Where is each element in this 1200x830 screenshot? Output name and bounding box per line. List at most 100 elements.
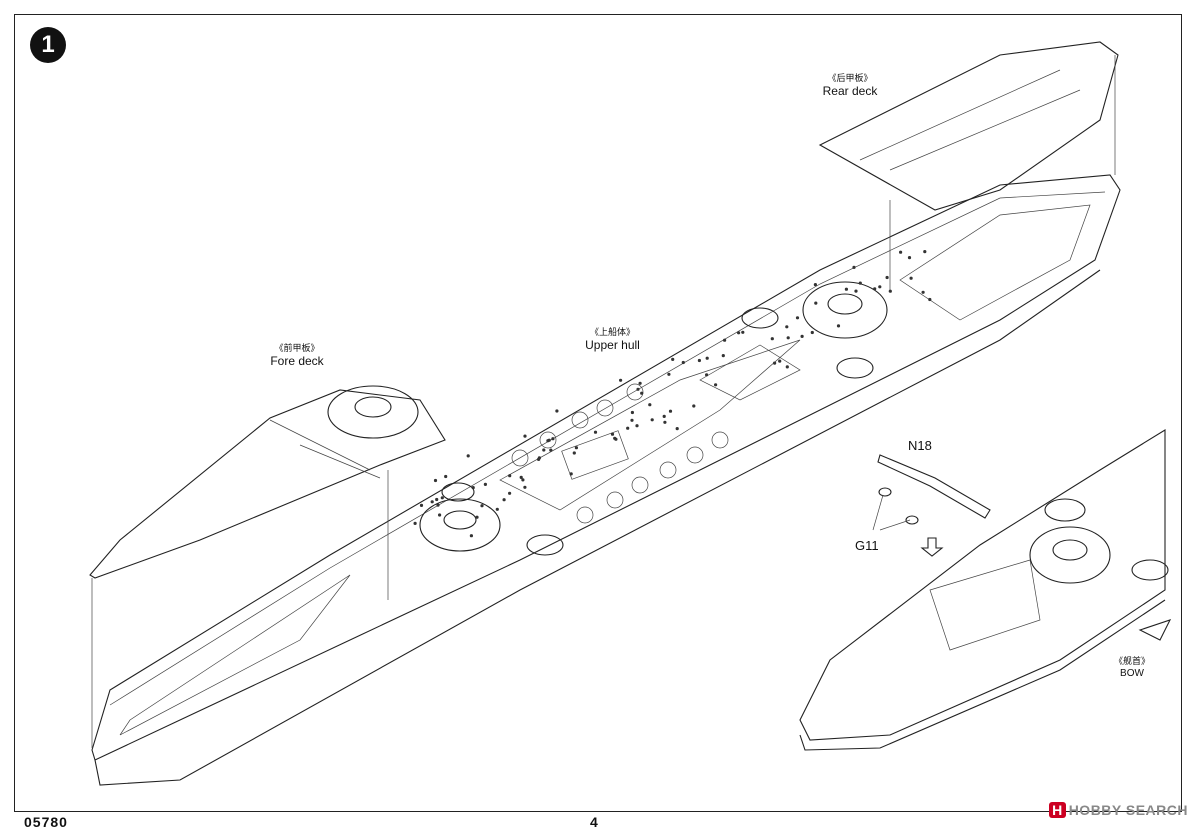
- fitting-dot: [521, 478, 525, 482]
- fitting-dot: [483, 482, 487, 486]
- fitting-dot: [626, 426, 630, 430]
- fitting-dot: [630, 418, 634, 422]
- fitting-dot: [619, 378, 623, 382]
- watermark-brand-text: HOBBY SEARCH: [1068, 802, 1188, 818]
- fitting-dot: [436, 503, 440, 507]
- fitting-dot: [555, 409, 559, 413]
- fitting-dot: [610, 432, 615, 436]
- fitting-dot: [795, 316, 800, 320]
- fitting-dot: [502, 498, 506, 502]
- kit-code: 05780: [24, 814, 68, 830]
- fitting-dot: [519, 475, 523, 479]
- fitting-dot: [854, 289, 858, 293]
- part-n18-label: N18: [908, 438, 932, 453]
- upper-hull-label: 《上船体》 Upper hull: [575, 327, 650, 352]
- fitting-dot: [636, 387, 640, 391]
- page-number: 4: [590, 814, 598, 830]
- fitting-dot: [928, 297, 932, 302]
- fitting-dot: [705, 356, 709, 360]
- fitting-dot: [921, 290, 925, 294]
- fitting-dot: [697, 358, 702, 363]
- fitting-dot: [737, 331, 741, 335]
- fitting-dot: [419, 503, 424, 507]
- fitting-dot: [721, 354, 725, 358]
- bow-label-cn: 《舰首》: [1113, 656, 1150, 666]
- fitting-dot: [630, 410, 635, 415]
- fitting-dot: [466, 454, 470, 458]
- fitting-dot: [569, 472, 573, 476]
- fitting-dot: [836, 324, 841, 328]
- fitting-dot: [471, 486, 475, 490]
- fitting-dot: [923, 250, 927, 254]
- fitting-dot: [899, 250, 903, 254]
- fitting-dot: [433, 478, 438, 483]
- fitting-dot: [551, 437, 555, 441]
- fitting-dot: [537, 456, 542, 460]
- fitting-dot: [813, 283, 818, 287]
- fitting-dot: [844, 287, 849, 291]
- fitting-dot: [873, 287, 877, 291]
- watermark-logo-icon: H: [1049, 802, 1066, 818]
- fitting-dot: [723, 338, 727, 342]
- part-g11-label: G11: [855, 538, 879, 553]
- fitting-dot: [662, 414, 666, 418]
- fitting-dot: [675, 427, 679, 431]
- fitting-dot: [878, 285, 882, 289]
- rear-deck-label: 《后甲板》 Rear deck: [815, 73, 885, 98]
- fitting-dot: [858, 281, 862, 285]
- fitting-dot: [810, 330, 814, 335]
- step-number-badge: 1: [30, 27, 66, 63]
- rear-deck-label-en: Rear deck: [822, 84, 878, 98]
- fitting-dot: [692, 404, 696, 408]
- fitting-dot: [705, 373, 709, 377]
- fitting-dot: [480, 504, 484, 508]
- fitting-dot: [663, 420, 667, 424]
- bow-inset-drawing: [799, 429, 1172, 751]
- fitting-dot: [741, 330, 745, 334]
- n18-part-drawing: [872, 454, 991, 557]
- fitting-dot: [852, 265, 856, 269]
- fitting-dot: [523, 485, 527, 489]
- rear-deck-label-cn: 《后甲板》: [827, 73, 873, 83]
- fitting-dot: [785, 325, 789, 329]
- fitting-dot: [785, 365, 789, 369]
- fitting-dot: [714, 383, 718, 387]
- fore-deck-label: 《前甲板》 Fore deck: [262, 343, 332, 368]
- fitting-dot: [814, 301, 818, 305]
- fitting-dot: [773, 361, 777, 365]
- fitting-dot: [438, 513, 442, 517]
- fitting-dot: [523, 434, 527, 438]
- fitting-dot: [413, 521, 417, 526]
- fitting-dot: [574, 446, 579, 450]
- upper-hull-label-en: Upper hull: [585, 338, 640, 352]
- bow-label-en: BOW: [1120, 668, 1144, 679]
- fitting-dot: [668, 409, 673, 413]
- fitting-dot: [786, 336, 790, 340]
- fitting-dot: [800, 334, 804, 338]
- fitting-dot: [907, 256, 912, 260]
- fitting-dot: [909, 276, 913, 280]
- fitting-dot: [778, 359, 782, 363]
- bow-label: 《舰首》 BOW: [1110, 656, 1154, 681]
- fitting-dot: [648, 403, 652, 407]
- fitting-dot: [593, 430, 598, 434]
- fitting-dot: [469, 534, 473, 538]
- fitting-dot: [444, 474, 448, 479]
- fitting-dot: [435, 497, 439, 502]
- upper-hull-drawing: [91, 174, 1121, 786]
- fitting-dot: [475, 515, 479, 519]
- fitting-dot: [885, 275, 889, 280]
- fitting-dot: [430, 500, 434, 504]
- fitting-dot: [640, 391, 644, 395]
- fitting-dot: [572, 451, 576, 455]
- rear-deck-drawing: [818, 41, 1119, 290]
- fitting-dot: [508, 491, 512, 495]
- fitting-dot: [495, 507, 499, 511]
- fitting-dot: [542, 448, 546, 452]
- fitting-dot: [549, 448, 553, 452]
- fitting-dot: [547, 438, 551, 442]
- upper-hull-label-cn: 《上船体》: [589, 327, 635, 337]
- hull-fitting-dots: [413, 250, 932, 538]
